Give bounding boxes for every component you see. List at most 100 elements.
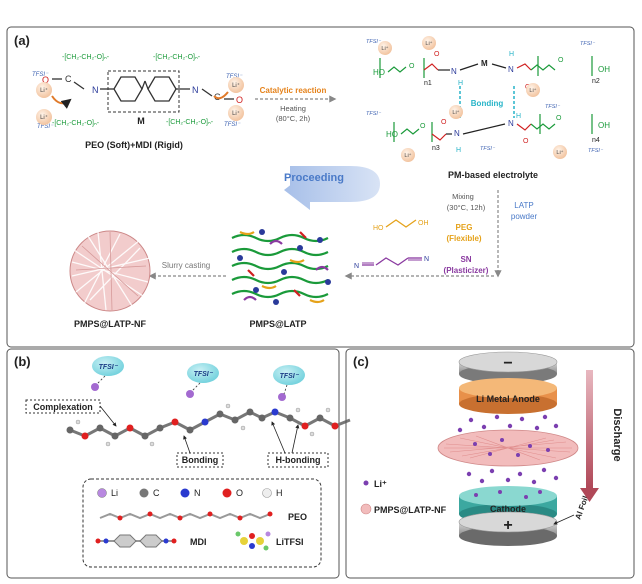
li-ions-upper [457,414,559,433]
panel-a-label: (a) [14,33,30,48]
legend-atoms: Li C N O H [97,488,283,498]
o-lower-1: O [420,123,426,130]
legend-mdi-label: MDI [190,537,207,547]
li-label: Li⁺ [381,45,388,52]
slurry-label: Slurry casting [162,261,210,270]
panel-a-frame [6,26,635,348]
oh-lower: OH [598,121,610,130]
li-label: Li⁺ [232,82,240,89]
n4-label: n4 [592,137,600,144]
svg-text:N: N [354,263,359,270]
latp-label-1: LATP [514,201,533,210]
h-lower-2: H [516,113,521,120]
oh-upper: OH [598,65,610,74]
proceeding-arrow: Proceeding [284,166,380,210]
pm-structure: HO O n1 O N H M N H O O n2 OH Bonding HO… [373,51,610,154]
n-lower-1: N [454,129,460,138]
tfsi-label: TFSI⁻ [588,148,604,154]
panel-c-label: (c) [353,354,369,369]
anode-collector: − [458,351,558,384]
n-upper-2: N [508,65,514,74]
latp-label-2: powder [511,212,538,221]
peo-unit-2: -[CH₂-CH₂-O]ₙ- [153,54,201,61]
li-label: Li⁺ [425,40,432,47]
li-balls-right: Li⁺ Li⁺ Li⁺ Li⁺ Li⁺ Li⁺ [378,36,567,162]
n-upper-1: N [451,67,457,76]
legend-n: N [194,488,201,498]
tfsi-b-label: TFSI⁻ [194,371,214,378]
li-label: Li⁺ [232,110,240,117]
discharge-label: Discharge [611,408,623,461]
li-label: Li⁺ [529,87,536,94]
li-ions-b [91,383,286,401]
mdi-ring-right [147,76,177,102]
tfsi-label: TFSI⁻ [226,74,243,80]
c-left: C [65,74,72,84]
tfsi-label: TFSI⁻ [224,122,241,128]
hbonding-box [267,452,329,468]
sn-label-2: (Plasticizer) [444,266,489,275]
tfsi-labels-left: TFSI⁻ TFSI⁻ TFSI⁻ TFSI⁻ [32,72,243,130]
tfsi-label: TFSI⁻ [480,146,496,152]
li-metal-anode: Li Metal Anode [459,378,557,414]
peo-unit-4: -[CH₂-CH₂-O]ₙ- [166,119,214,126]
tfsi-label: TFSI⁻ [545,104,561,110]
chain-atoms [66,403,339,447]
n-right: N [192,85,199,95]
pmps-latp-caption: PMPS@LATP [249,319,306,329]
panel-b-label: (b) [14,354,31,369]
latp-particles [237,229,331,305]
legend-litfsi-label: LiTFSI [276,537,304,547]
legend-mdi: MDI [95,534,207,548]
minus-sign: − [503,355,512,372]
tfsi-label: TFSI⁻ [366,39,382,45]
plus-sign: + [503,517,512,534]
tfsi-b-label: TFSI⁻ [99,364,119,371]
tfsi-b-label: TFSI⁻ [280,373,300,380]
li-ions-lower [466,467,559,485]
legend-h: H [276,488,283,498]
legend-litfsi: LiTFSI [235,531,304,551]
svg-text:N: N [424,256,429,263]
cathode-collector: + [458,511,558,546]
right-caption: PM-based electrolyte [448,170,538,180]
peo-unit-3: -[CH₂-CH₂-O]ₙ- [52,120,100,127]
legend-c-nf: PMPS@LATP-NF [374,505,447,515]
legend-o: O [236,488,243,498]
sn-molecule: N N SN (Plasticizer) [354,255,489,275]
legend-b-box [82,478,322,568]
o-right: O [236,95,243,105]
sn-label-1: SN [460,255,471,264]
h-upper-1: H [458,80,463,87]
nanofiber-membrane [69,230,151,312]
li-label: Li⁺ [452,109,459,116]
mdi-ring-left [113,76,143,102]
bonding-label-a: Bonding [471,99,504,108]
n-left: N [92,85,99,95]
o-lower-2: O [441,119,447,126]
legend-peo: PEO [288,512,307,522]
tfsi-label: TFSI⁻ [37,124,54,130]
legend-c-li: Li⁺ [374,479,387,489]
mixing-label-2: (30°C, 12h) [447,203,486,212]
tfsi-label: TFSI⁻ [32,72,49,78]
tfsi-anions-b: TFSI⁻ TFSI⁻ TFSI⁻ [92,356,305,385]
n1-label: n1 [424,80,432,87]
o-upper-1: O [409,63,415,70]
polymer-ball-stick [69,410,351,438]
tfsi-label: TFSI⁻ [366,111,382,117]
anode-label: Li Metal Anode [476,394,540,404]
li-label: Li⁺ [404,152,411,159]
mdi-core-box [107,70,180,113]
o-lower-4: O [556,115,562,122]
li-label: Li⁺ [40,87,48,94]
legend-li: Li [111,488,118,498]
o-lower-3: O [523,138,529,145]
peo-unit-1: -[CH₂-CH₂-O]ₙ- [62,54,110,61]
legend-c: Li⁺ PMPS@LATP-NF [360,479,447,515]
o-upper-4: O [558,57,564,64]
svg-text:OH: OH [418,220,429,227]
n2-label: n2 [592,78,600,85]
o-left: O [42,75,49,85]
